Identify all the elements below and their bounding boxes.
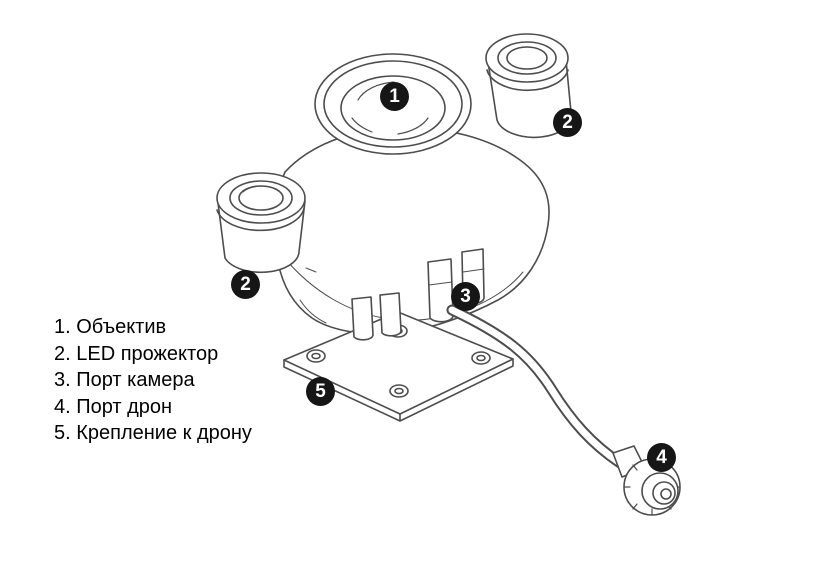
- callout-lens: 1: [380, 82, 409, 111]
- legend-item-lens: 1. Объектив: [54, 316, 167, 338]
- legend-item-camera-port: 3. Порт камера: [54, 369, 195, 391]
- cable: [452, 310, 620, 463]
- callout-led-right: 2: [553, 108, 582, 137]
- drone-port-connector: [613, 446, 680, 515]
- legend-item-drone-port: 4. Порт дрон: [54, 395, 173, 418]
- legend-item-led: 2. LED прожектор: [54, 342, 219, 365]
- legend-item-mount: 5. Крепление к дрону: [54, 422, 252, 444]
- camera-body: [275, 128, 549, 334]
- legend: 1. Объектив 2. LED прожектор 3. Порт кам…: [54, 314, 252, 447]
- led-spotlight-right: [486, 34, 572, 137]
- callout-camera-port: 3: [451, 282, 480, 311]
- mount-plate: [284, 312, 513, 421]
- callout-mount-plate: 5: [306, 377, 335, 406]
- led-spotlight-left: [217, 173, 316, 272]
- callout-drone-port: 4: [647, 443, 676, 472]
- callout-led-left: 2: [231, 270, 260, 299]
